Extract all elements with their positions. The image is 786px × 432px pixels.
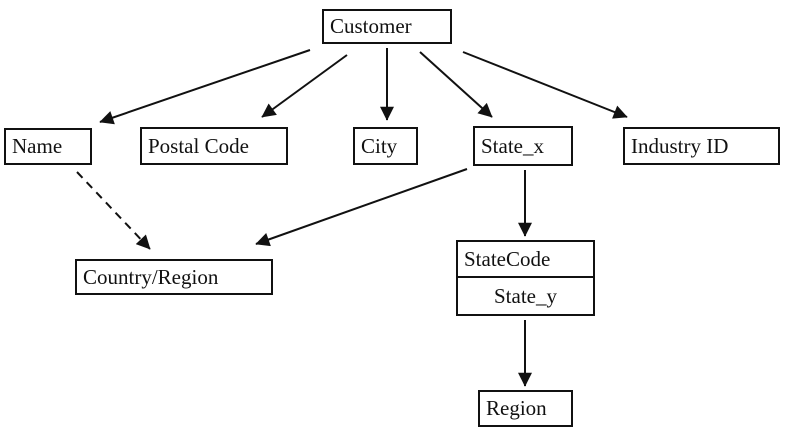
node-statecode-row: StateCode <box>458 242 593 278</box>
node-region: Region <box>478 390 573 427</box>
node-state-x-label: State_x <box>481 133 544 158</box>
node-postal-code: Postal Code <box>140 127 288 165</box>
node-region-label: Region <box>486 396 547 420</box>
arrow-customer-to-state-x <box>419 51 493 118</box>
arrow-customer-to-postal-code <box>261 54 348 118</box>
node-customer: Customer <box>322 9 452 44</box>
arrow-state-x-to-country-region <box>255 168 468 247</box>
node-state-y-row: State_y <box>458 278 593 314</box>
node-city-label: City <box>361 133 398 158</box>
arrow-name-to-country-region <box>76 171 151 250</box>
node-statecode-group: StateCode State_y <box>456 240 595 316</box>
node-name: Name <box>4 128 92 165</box>
node-state-y-label: State_y <box>494 283 557 308</box>
node-country-region: Country/Region <box>75 259 273 295</box>
arrow-customer-to-industry-id <box>462 51 628 119</box>
node-country-region-label: Country/Region <box>83 264 219 289</box>
node-industry-id: Industry ID <box>623 127 780 165</box>
node-state-x: State_x <box>473 126 573 166</box>
node-postal-code-label: Postal Code <box>148 133 249 158</box>
arrow-customer-to-name <box>99 49 311 125</box>
node-statecode-label: StateCode <box>464 246 551 271</box>
node-name-label: Name <box>12 134 63 158</box>
node-customer-label: Customer <box>330 14 412 38</box>
node-industry-id-label: Industry ID <box>631 133 729 158</box>
node-city: City <box>353 127 418 165</box>
